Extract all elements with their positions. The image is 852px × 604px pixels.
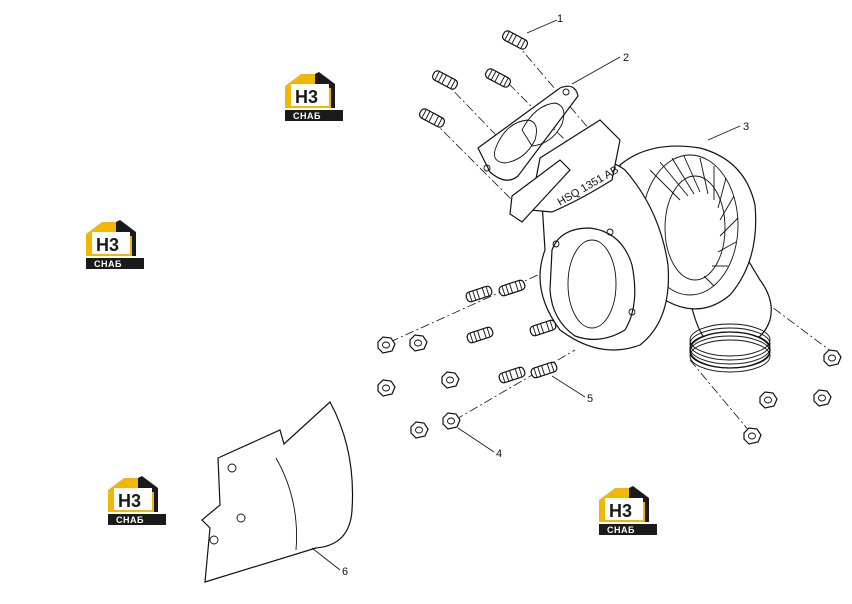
callout-2: 2 [623,52,629,64]
logo-word-text: СНАБ [94,259,122,269]
logo-mark-text: H3 [609,501,632,521]
logo-word-text: СНАБ [116,515,144,525]
callout-4: 4 [496,448,502,460]
heat-shield [201,401,354,583]
callout-labels: 1 2 3 4 5 6 [342,13,749,578]
callout-3: 3 [743,121,749,133]
watermark-logo-4: H3 СНАБ [599,486,657,535]
callout-leaders [311,19,741,571]
turbocharger: HSQ 1351 AB [509,119,772,373]
logo-word-text: СНАБ [293,111,321,121]
logo-mark-text: H3 [96,235,119,255]
watermark-logo-1: H3 СНАБ [285,72,343,121]
logo-word-text: СНАБ [607,525,635,535]
flange-gasket [477,85,579,181]
logo-mark-text: H3 [295,87,318,107]
callout-1: 1 [557,13,563,25]
callout-6: 6 [342,566,348,578]
housing-ribs [649,155,739,287]
callout-5: 5 [587,393,593,405]
logo-mark-text: H3 [118,491,141,511]
watermark-logo-2: H3 СНАБ [86,220,144,269]
upper-studs [417,28,530,130]
watermark-logo-3: H3 СНАБ [108,476,166,525]
hex-nuts [377,334,842,445]
compressor-outlet-rings [689,323,771,373]
